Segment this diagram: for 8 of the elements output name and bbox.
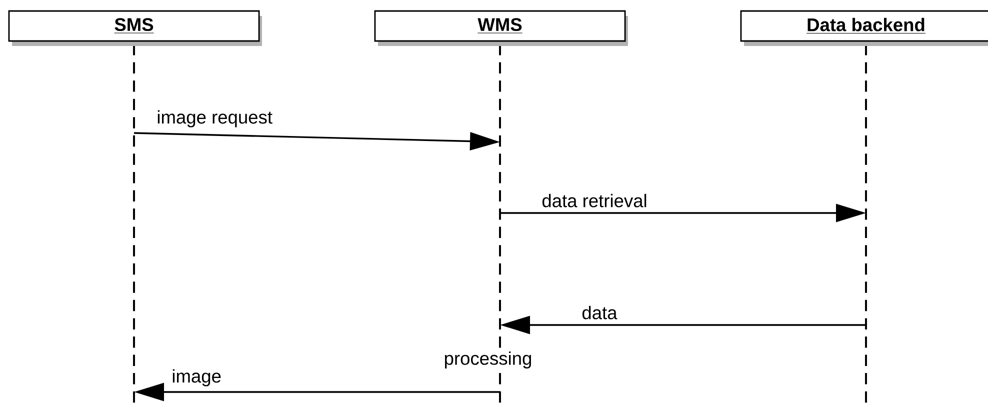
lifeline-header: WMS (374, 10, 628, 46)
message-label: image (170, 368, 223, 388)
lifeline-header: Data backend (740, 10, 988, 46)
message-label: image request (155, 108, 274, 129)
message-label: data retrieval (540, 192, 649, 209)
lifeline-header: SMS (8, 10, 262, 46)
message-label: data (580, 304, 619, 321)
activity-label: processing (442, 350, 534, 370)
